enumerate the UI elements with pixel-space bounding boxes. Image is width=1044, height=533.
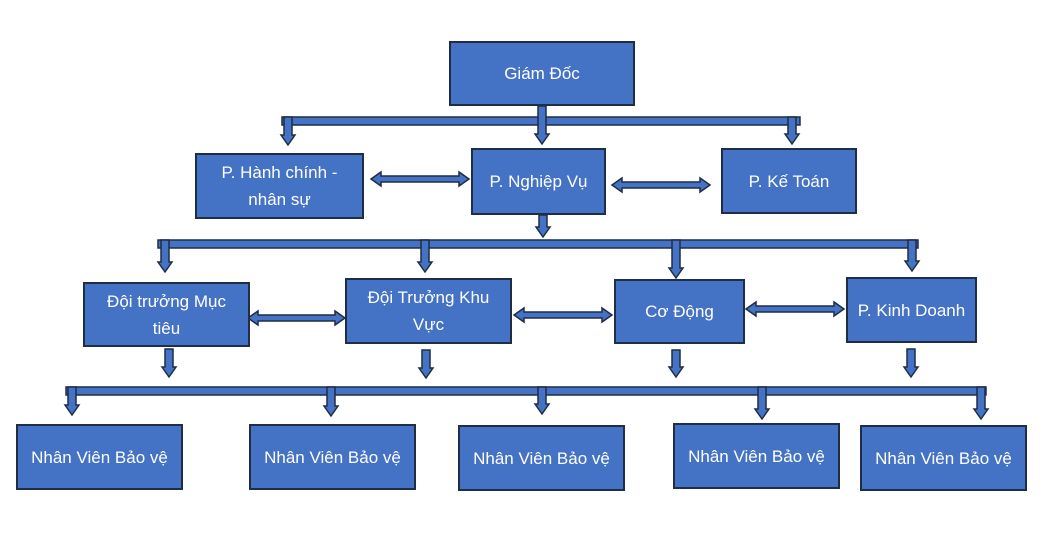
down-arrow-2 [533, 105, 551, 146]
node-operations: P. Nghiệp Vụ [471, 148, 606, 215]
node-director-label: Giám Đốc [504, 64, 580, 83]
node-guard-2: Nhân Viên Bảo vệ [249, 424, 416, 490]
branch-bar-8 [157, 239, 919, 249]
double-arrow-13 [246, 309, 347, 327]
down-arrow-7 [534, 214, 552, 239]
node-mobile-unit-label: Cơ Động [645, 302, 714, 321]
double-arrow-15 [744, 300, 846, 318]
node-guard-3: Nhân Viên Bảo vệ [458, 425, 625, 491]
node-guard-4-label: Nhân Viên Bảo vệ [688, 446, 825, 466]
branch-bar-20 [65, 386, 987, 396]
down-arrow-19 [902, 348, 920, 379]
node-guard-4: Nhân Viên Bảo vệ [673, 423, 840, 489]
down-arrow-10 [416, 239, 434, 274]
down-arrow-4 [783, 116, 801, 146]
node-admin-hr: P. Hành chính - nhân sự [195, 153, 364, 219]
double-arrow-14 [512, 306, 614, 324]
node-sales-label: P. Kinh Doanh [857, 300, 966, 320]
down-arrow-3 [279, 116, 297, 147]
down-arrow-12 [903, 239, 921, 273]
down-arrow-9 [156, 239, 174, 274]
down-arrow-21 [63, 386, 81, 417]
node-guard-5: Nhân Viên Bảo vệ [860, 425, 1027, 491]
down-arrow-25 [972, 386, 990, 421]
node-target-captain-label: Đội trưởng Mục tiêu [107, 291, 226, 338]
node-guard-1: Nhân Viên Bảo vệ [16, 424, 183, 490]
down-arrow-11 [667, 239, 685, 280]
node-guard-2-label: Nhân Viên Bảo vệ [264, 447, 401, 467]
double-arrow-5 [369, 170, 471, 188]
down-arrow-24 [753, 386, 771, 421]
node-target-captain: Đội trưởng Mục tiêu [83, 282, 250, 347]
node-guard-1-label: Nhân Viên Bảo vệ [31, 447, 168, 467]
node-area-captain-label: Đội Trưởng Khu Vực [367, 288, 490, 334]
down-arrow-16 [160, 348, 178, 379]
node-accounting: P. Kế Toán [721, 148, 857, 214]
node-area-captain: Đội Trưởng Khu Vực [345, 278, 512, 344]
down-arrow-17 [417, 349, 435, 380]
node-accounting-label: P. Kế Toán [748, 171, 830, 191]
node-operations-label: P. Nghiệp Vụ [489, 172, 588, 191]
node-director: Giám Đốc [449, 41, 635, 106]
node-guard-5-label: Nhân Viên Bảo vệ [875, 448, 1012, 468]
down-arrow-23 [533, 386, 551, 416]
down-arrow-18 [667, 349, 685, 379]
node-admin-hr-label: P. Hành chính - nhân sự [221, 163, 338, 209]
node-guard-3-label: Nhân Viên Bảo vệ [473, 448, 610, 468]
node-sales: P. Kinh Doanh [846, 277, 977, 343]
node-mobile-unit: Cơ Động [614, 279, 745, 344]
double-arrow-6 [610, 176, 712, 194]
down-arrow-22 [322, 386, 340, 418]
